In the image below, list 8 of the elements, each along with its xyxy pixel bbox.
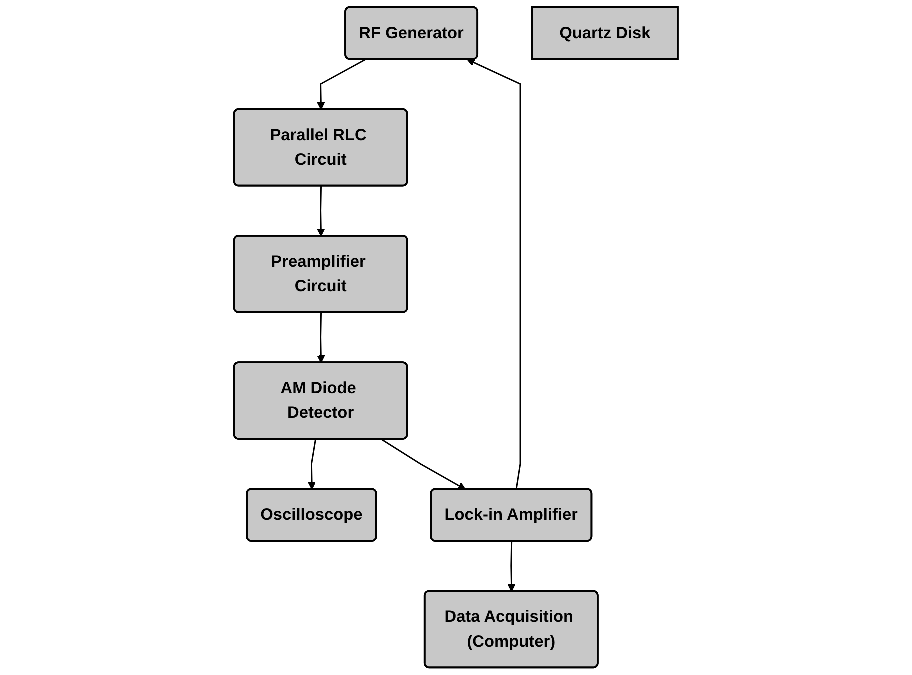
node-box: Quartz Disk bbox=[531, 6, 679, 60]
arrow bbox=[508, 542, 516, 592]
arrow bbox=[316, 59, 366, 110]
arrow bbox=[466, 59, 522, 490]
arrow bbox=[308, 439, 316, 490]
arrow bbox=[381, 438, 466, 490]
arrow bbox=[316, 186, 325, 237]
arrow bbox=[316, 312, 325, 364]
